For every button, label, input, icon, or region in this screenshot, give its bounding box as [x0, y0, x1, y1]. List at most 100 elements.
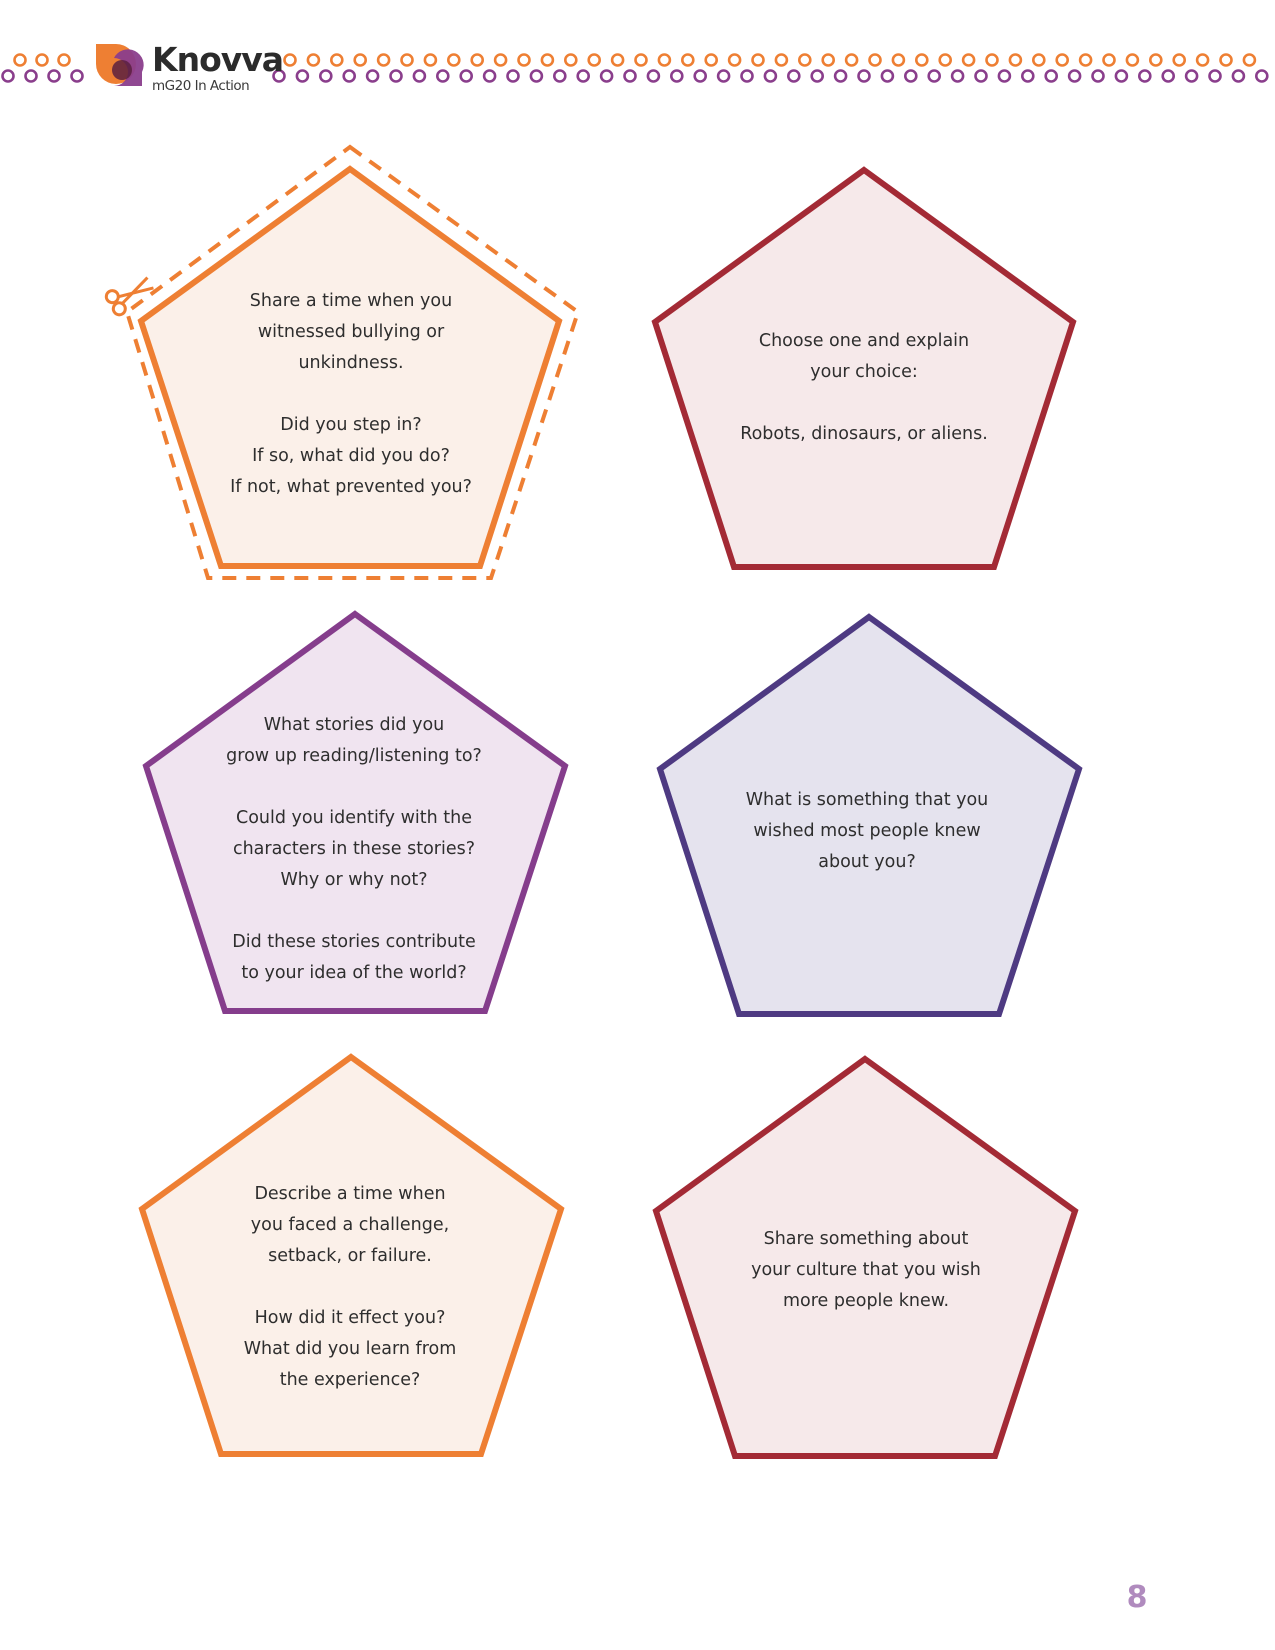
decorative-dot: [435, 69, 450, 83]
card-text-choice: Choose one and explain your choice: Robo…: [740, 331, 988, 444]
decorative-dot: [891, 53, 906, 67]
decorative-dot: [1091, 69, 1105, 83]
decorative-dot: [1195, 53, 1210, 67]
decorative-dot: [646, 69, 661, 83]
decorative-dot: [272, 69, 286, 83]
decorative-dot: [740, 69, 754, 83]
page-number: 8: [1126, 1580, 1148, 1615]
decorative-dot: [517, 53, 531, 67]
card-pentagon-bullying: [137, 165, 563, 569]
logo-mark-icon: [96, 44, 144, 86]
decorative-dot: [1008, 53, 1023, 67]
decorative-dot: [446, 53, 461, 67]
decorative-dot: [13, 53, 27, 67]
decorative-dot: [938, 53, 953, 67]
brand-tagline: mG20 In Action: [152, 78, 250, 94]
decorative-dot: [35, 53, 49, 67]
decorative-dot: [997, 69, 1012, 83]
decorative-dot: [704, 53, 719, 67]
cut-line: [124, 144, 581, 580]
decorative-dot: [342, 69, 357, 83]
decorative-dot: [1149, 53, 1163, 67]
decorative-dot: [283, 53, 297, 67]
decorative-dot: [774, 53, 789, 67]
decorative-dot: [763, 69, 778, 83]
decorative-dot: [623, 69, 637, 83]
decorative-dot: [587, 53, 602, 67]
card-pentagon-something: [656, 613, 1083, 1017]
decorative-dot: [1231, 69, 1246, 83]
card-text-challenge: Describe a time when you faced a challen…: [243, 1184, 457, 1390]
brand-name: Knovva: [152, 40, 284, 79]
decorative-dot: [389, 69, 403, 83]
decorative-dot: [365, 69, 380, 83]
scissors-icon: [104, 276, 154, 317]
decorative-dot: [751, 53, 765, 67]
decorative-dot: [1161, 69, 1175, 83]
decorative-dot: [506, 69, 520, 83]
decorative-dot: [1184, 69, 1199, 83]
decorative-dot: [1138, 69, 1152, 83]
decorative-dot: [329, 53, 344, 67]
decorative-dot: [400, 53, 414, 67]
card-pentagon-culture: [652, 1055, 1079, 1459]
decorative-dot: [1032, 53, 1046, 67]
decorative-dot: [610, 53, 625, 67]
decorative-dot: [1067, 69, 1082, 83]
decorative-dot: [634, 53, 648, 67]
logo: Knovva mG20 In Action: [96, 40, 284, 100]
decorative-dot: [57, 53, 71, 67]
decorative-dot: [880, 69, 895, 83]
decorative-dot: [950, 69, 965, 83]
decorative-dot: [1078, 53, 1093, 67]
decorative-dot: [459, 69, 474, 83]
decorative-dot: [47, 69, 61, 83]
decorative-dot: [985, 53, 999, 67]
card-text-bullying: Share a time when you witnessed bullying…: [230, 291, 472, 497]
decorative-dot: [961, 53, 976, 67]
decorative-dot: [727, 53, 742, 67]
decorative-dot: [1219, 53, 1233, 67]
decorative-dot: [903, 69, 918, 83]
card-text-culture: Share something about your culture that …: [751, 1229, 981, 1311]
decorative-dot: [482, 69, 497, 83]
decorative-dot: [833, 69, 848, 83]
decorative-dot: [716, 69, 731, 83]
decorative-dot: [576, 69, 591, 83]
decorative-dot: [1102, 53, 1116, 67]
card-pentagon-choice: [651, 166, 1077, 570]
card-pentagon-stories: [142, 610, 569, 1014]
decorative-dot: [1044, 69, 1058, 83]
decorative-dot: [1242, 53, 1257, 67]
decorative-dot: [669, 69, 684, 83]
decorative-dot: [423, 53, 438, 67]
card-text-stories: What stories did you grow up reading/lis…: [226, 715, 482, 983]
decorative-dot: [412, 69, 427, 83]
decorative-dot: [376, 53, 391, 67]
decorative-dot: [1255, 69, 1269, 83]
decorative-dot: [1, 69, 15, 83]
page-header: Knovva mG20 In Action: [0, 0, 1275, 120]
decorative-dot: [306, 53, 321, 67]
decorative-dot: [493, 53, 508, 67]
decorative-dot: [657, 53, 672, 67]
decorative-dot-border: [1, 53, 1269, 83]
decorative-dot: [786, 69, 801, 83]
decorative-dot: [810, 69, 825, 83]
decorative-dot: [599, 69, 614, 83]
decorative-dot: [974, 69, 988, 83]
decorative-dot: [680, 53, 695, 67]
decorative-dot: [353, 53, 368, 67]
decorative-dot: [24, 69, 38, 83]
decorative-dot: [844, 53, 859, 67]
decorative-dot: [868, 53, 882, 67]
decorative-dot: [552, 69, 567, 83]
decorative-dot: [914, 53, 929, 67]
decorative-dot: [1125, 53, 1140, 67]
decorative-dot: [470, 53, 485, 67]
decorative-dot: [540, 53, 555, 67]
decorative-dot: [693, 69, 708, 83]
decorative-dot: [318, 69, 333, 83]
decorative-dot: [857, 69, 871, 83]
